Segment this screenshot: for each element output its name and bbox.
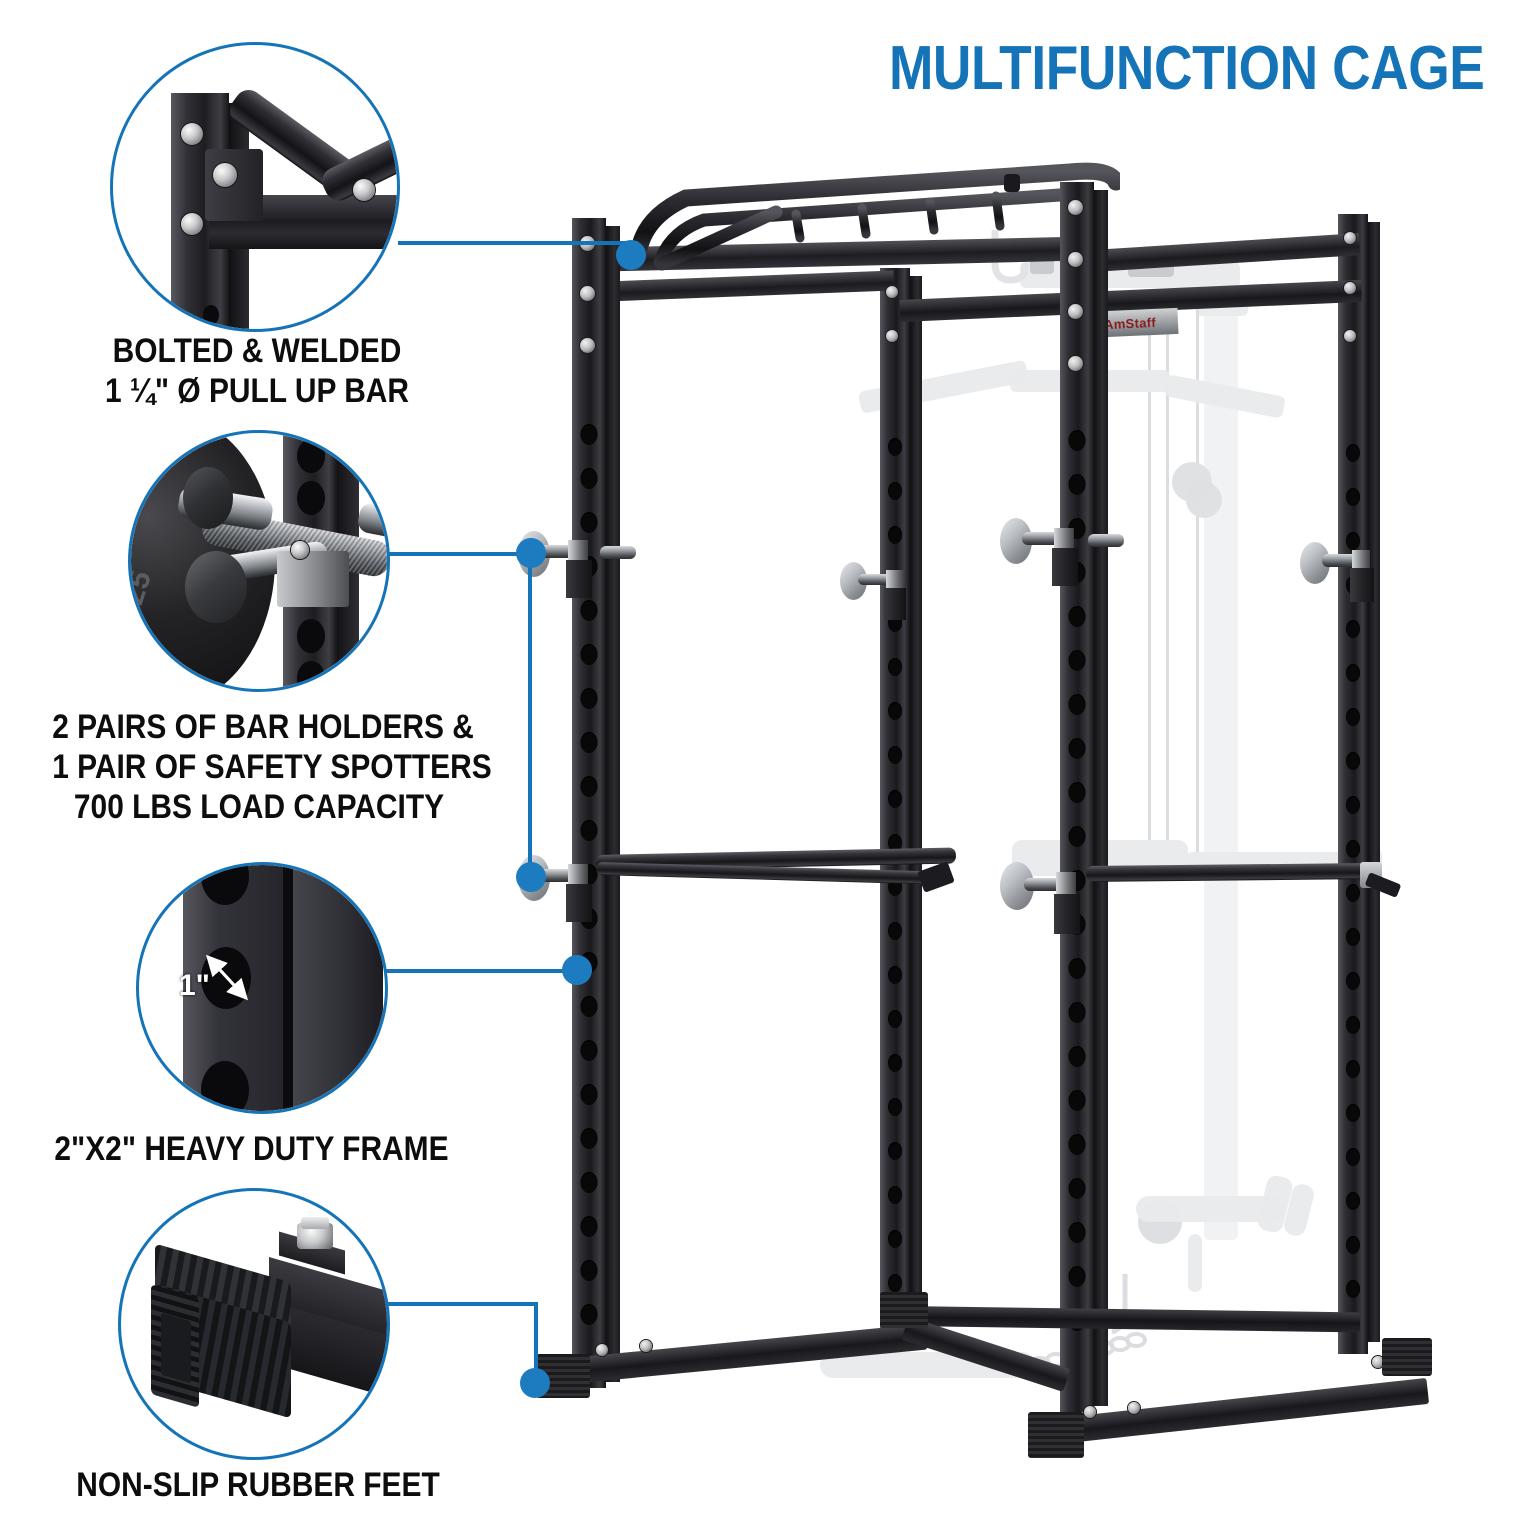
multi-grip-pull-up-bar [629, 162, 1120, 271]
callout-circle-pull-up-bar [110, 42, 400, 332]
anchor-dot-pull-up-bar [616, 240, 646, 270]
rubber-foot-front-right [1028, 1412, 1084, 1458]
dimension-arrow-icon [205, 954, 249, 1001]
anchor-dot-bar-holder [516, 538, 546, 568]
rear-left-upright [880, 268, 910, 1328]
callout-circle-bar-holders: 25 [128, 430, 390, 692]
base-rail-rear-left [899, 1306, 1361, 1333]
anchor-dot-rubber-foot [520, 1368, 550, 1398]
caption-pull-up-bar: BOLTED & WELDED 1 ¼" Ø PULL UP BAR [104, 332, 410, 410]
dimension-label: 1" [179, 969, 210, 1002]
callout-circle-rubber-feet [118, 1188, 390, 1460]
anchor-dot-frame [562, 955, 592, 985]
ghost-hook-icon [991, 230, 1029, 284]
rubber-foot-rear-right [1382, 1338, 1432, 1376]
caption-bar-holders: 2 PAIRS OF BAR HOLDERS & 1 PAIR OF SAFET… [52, 708, 492, 826]
front-left-upright [572, 218, 606, 1388]
rear-right-upright [1338, 214, 1368, 1354]
anchor-dot-spotter [516, 862, 546, 892]
caption-heavy-duty-frame: 2"X2" HEAVY DUTY FRAME [54, 1130, 449, 1168]
callout-circle-heavy-duty-frame: 1" [136, 862, 388, 1114]
page-title: MULTIFUNCTION CAGE [888, 34, 1485, 103]
rubber-foot-rear-left [880, 1292, 928, 1328]
caption-rubber-feet: NON-SLIP RUBBER FEET [76, 1466, 440, 1504]
